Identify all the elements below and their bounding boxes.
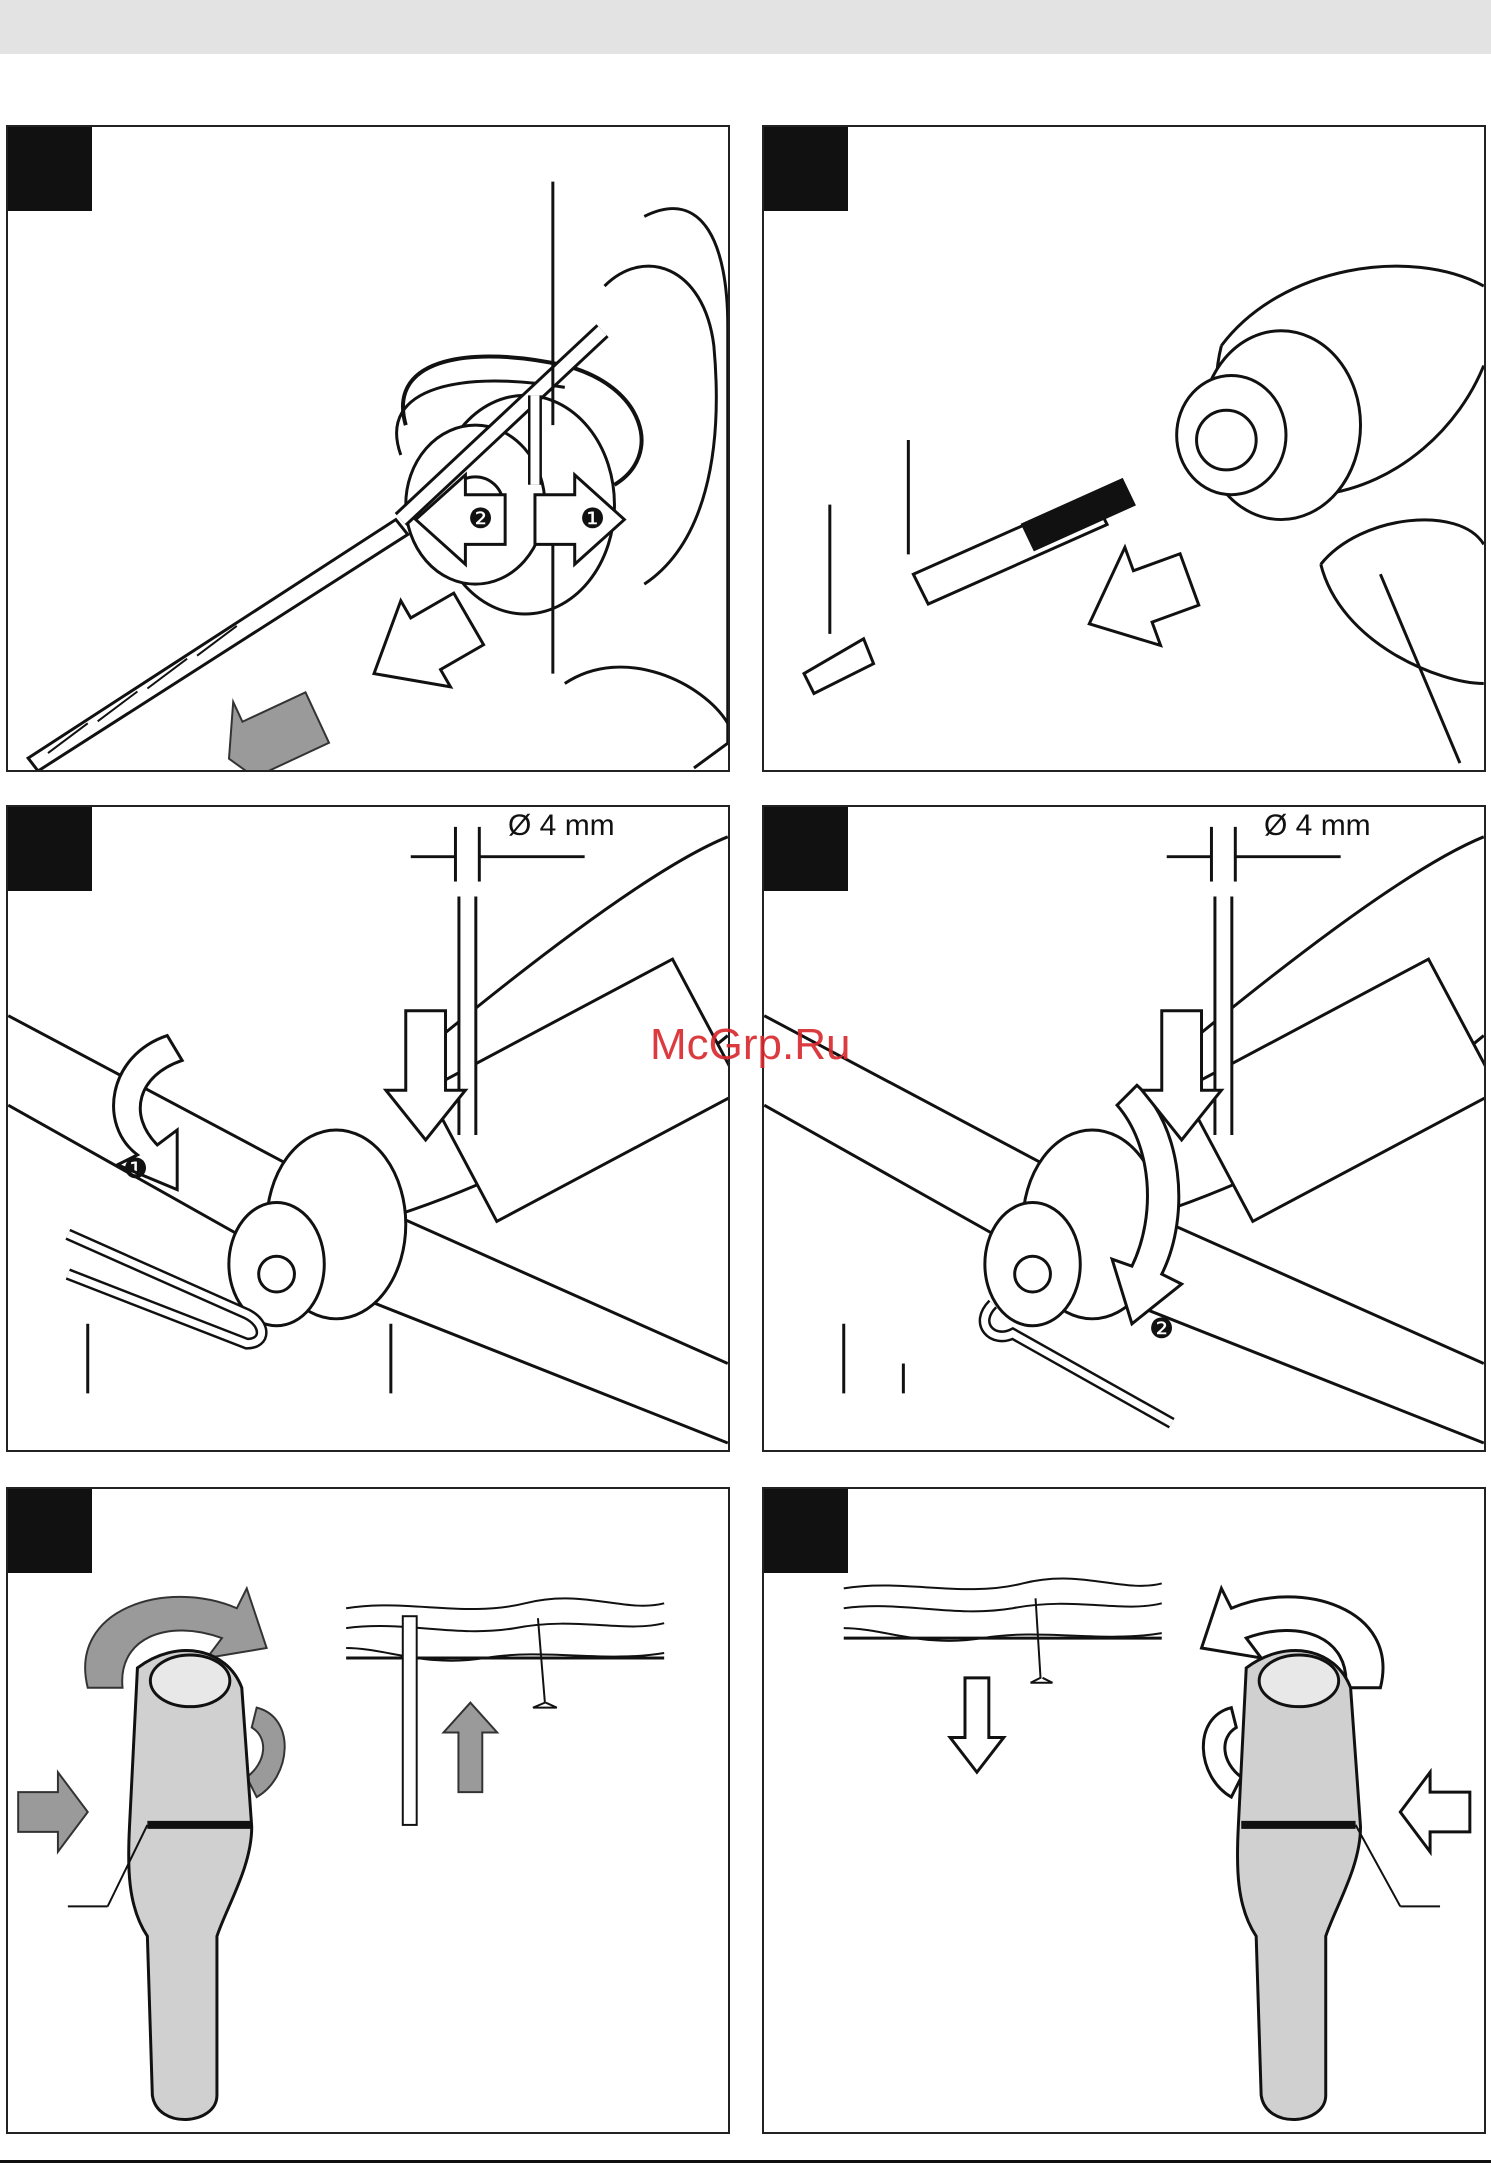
dimension-label: Ø 4 mm (508, 809, 615, 843)
reverse-rotation-illustration (764, 1489, 1484, 2132)
callout-1: ❶ (580, 502, 605, 535)
spindle-lock-step2-illustration (764, 807, 1484, 1450)
watermark: McGrp.Ru (650, 1020, 850, 1070)
figure-panel-2 (762, 125, 1486, 772)
callout-2: ❷ (1149, 1312, 1174, 1345)
figure-panel-6 (762, 1487, 1486, 2134)
figure-panel-4: Ø 4 mm ❷ (762, 805, 1486, 1452)
bit-holder-illustration (764, 127, 1484, 770)
spindle-lock-step1-illustration (8, 807, 728, 1450)
figure-panel-3: Ø 4 mm ❶ (6, 805, 730, 1452)
header-bar (0, 0, 1491, 54)
footer-rule (0, 2160, 1491, 2163)
dimension-label: Ø 4 mm (1264, 809, 1371, 843)
figure-panel-5 (6, 1487, 730, 2134)
callout-1: ❶ (123, 1152, 148, 1185)
figure-panel-1: ❷ ❶ (6, 125, 730, 772)
chuck-key-illustration (8, 127, 728, 770)
forward-rotation-illustration (8, 1489, 728, 2132)
callout-2: ❷ (468, 502, 493, 535)
